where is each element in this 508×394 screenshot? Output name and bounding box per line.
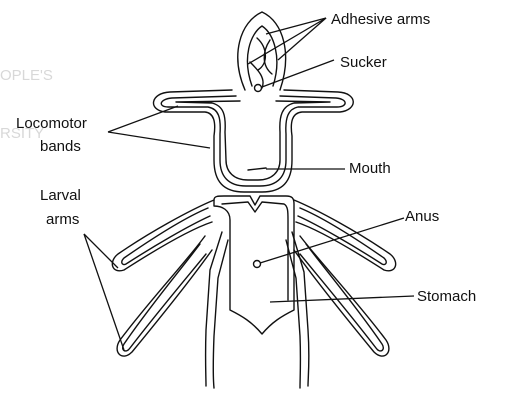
right-larval-arms	[286, 200, 396, 388]
leader-locomotor-1	[108, 106, 178, 132]
leader-locomotor-2	[108, 132, 210, 148]
labels: Adhesive arms Sucker Locomotor bands Mou…	[16, 11, 476, 305]
left-larval-arms	[112, 200, 228, 388]
lower-body	[214, 196, 294, 334]
label-sucker: Sucker	[340, 54, 387, 71]
label-larval-arms-line1: Larval	[40, 187, 81, 204]
upper-body	[154, 90, 354, 192]
label-locomotor-bands-line2: bands	[40, 138, 81, 155]
label-anus: Anus	[405, 208, 439, 225]
label-stomach: Stomach	[417, 288, 476, 305]
leader-larval-2	[84, 234, 124, 350]
sucker-disc	[255, 85, 262, 92]
leader-stomach	[270, 296, 414, 302]
leader-sucker	[262, 60, 334, 87]
label-mouth: Mouth	[349, 160, 391, 177]
mouth-slit	[248, 168, 266, 170]
label-adhesive-arms: Adhesive arms	[331, 11, 430, 28]
adhesive-lobe	[238, 12, 286, 92]
label-larval-arms-line2: arms	[46, 211, 79, 228]
label-locomotor-bands-line1: Locomotor	[16, 115, 87, 132]
leader-larval-1	[84, 234, 118, 268]
anus-pore	[254, 261, 261, 268]
watermark-line1: OPLE'S	[0, 67, 53, 84]
